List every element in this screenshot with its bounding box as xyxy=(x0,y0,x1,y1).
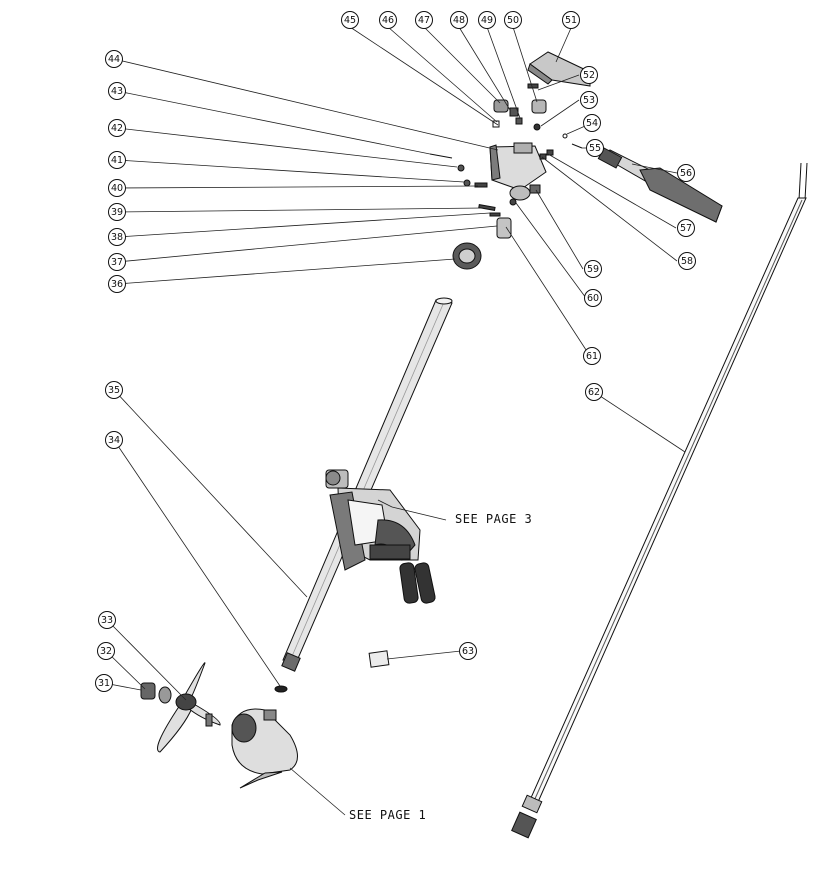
callout-number: 58 xyxy=(681,256,693,267)
callout-46: 46 xyxy=(379,11,397,29)
callout-number: 51 xyxy=(565,15,577,26)
callout-53: 53 xyxy=(580,91,598,109)
propeller-assembly xyxy=(140,662,221,753)
callout-number: 42 xyxy=(111,123,123,134)
callout-number: 35 xyxy=(108,385,120,396)
small-hardware xyxy=(429,153,504,230)
callout-57: 57 xyxy=(677,219,695,237)
callout-number: 36 xyxy=(111,279,123,290)
callout-44: 44 xyxy=(105,50,123,68)
callout-number: 38 xyxy=(111,232,123,243)
callout-number: 33 xyxy=(101,615,113,626)
callout-number: 59 xyxy=(587,264,599,275)
callout-52: 52 xyxy=(580,66,598,84)
callout-number: 31 xyxy=(98,678,110,689)
callout-39: 39 xyxy=(108,203,126,221)
callout-number: 41 xyxy=(111,155,123,166)
callout-number: 50 xyxy=(507,15,519,26)
callout-number: 46 xyxy=(382,15,394,26)
callout-43: 43 xyxy=(108,82,126,100)
callout-59: 59 xyxy=(584,260,602,278)
callout-number: 34 xyxy=(108,435,120,446)
see-page-1-note: SEE PAGE 1 xyxy=(349,808,426,822)
power-cable xyxy=(511,162,808,839)
tag-part xyxy=(368,650,390,668)
callout-41: 41 xyxy=(108,151,126,169)
callout-number: 47 xyxy=(418,15,430,26)
callout-number: 60 xyxy=(587,293,599,304)
callout-number: 57 xyxy=(680,223,692,234)
callout-number: 56 xyxy=(680,168,692,179)
collar-part xyxy=(452,242,482,270)
callout-31: 31 xyxy=(95,674,113,692)
callout-58: 58 xyxy=(678,252,696,270)
callout-49: 49 xyxy=(478,11,496,29)
leader-lines xyxy=(103,26,686,816)
callout-33: 33 xyxy=(98,611,116,629)
o-ring-part xyxy=(274,685,288,693)
callout-number: 49 xyxy=(481,15,493,26)
callout-number: 43 xyxy=(111,86,123,97)
callout-number: 44 xyxy=(108,54,120,65)
callout-35: 35 xyxy=(105,381,123,399)
callout-50: 50 xyxy=(504,11,522,29)
top-cover xyxy=(527,51,591,87)
callout-number: 55 xyxy=(589,143,601,154)
callout-61: 61 xyxy=(583,347,601,365)
callout-55: 55 xyxy=(586,139,604,157)
callout-42: 42 xyxy=(108,119,126,137)
callout-56: 56 xyxy=(677,164,695,182)
callout-number: 40 xyxy=(111,183,123,194)
callout-38: 38 xyxy=(108,228,126,246)
callout-47: 47 xyxy=(415,11,433,29)
callout-number: 48 xyxy=(453,15,465,26)
callout-40: 40 xyxy=(108,179,126,197)
callout-62: 62 xyxy=(585,383,603,401)
callout-number: 63 xyxy=(462,646,474,657)
callout-48: 48 xyxy=(450,11,468,29)
callout-number: 37 xyxy=(111,257,123,268)
mount-bracket-assembly xyxy=(325,469,436,604)
callout-number: 61 xyxy=(586,351,598,362)
shaft-tube xyxy=(281,297,453,672)
callout-60: 60 xyxy=(584,289,602,307)
callout-51: 51 xyxy=(562,11,580,29)
tiller-small-parts xyxy=(539,133,583,160)
callout-number: 32 xyxy=(100,646,112,657)
callout-bubbles: 31 32 33 34 35 36 37 38 39 40 41 42 43 44 45 46 47 48 49 50… xyxy=(95,11,696,692)
callout-45: 45 xyxy=(341,11,359,29)
callout-32: 32 xyxy=(97,642,115,660)
callout-54: 54 xyxy=(583,114,601,132)
callout-number: 39 xyxy=(111,207,123,218)
callout-number: 62 xyxy=(588,387,600,398)
callout-36: 36 xyxy=(108,275,126,293)
callout-34: 34 xyxy=(105,431,123,449)
tiller-handle xyxy=(597,147,723,223)
callout-number: 52 xyxy=(583,70,595,81)
motor-body xyxy=(231,708,298,789)
head-housing xyxy=(489,142,547,191)
see-page-3-note: SEE PAGE 3 xyxy=(455,512,532,526)
head-small-parts xyxy=(492,83,547,131)
lower-head-parts xyxy=(496,184,541,239)
callout-number: 54 xyxy=(586,118,598,129)
callout-number: 45 xyxy=(344,15,356,26)
callout-63: 63 xyxy=(459,642,477,660)
callout-number: 53 xyxy=(583,95,595,106)
callout-37: 37 xyxy=(108,253,126,271)
